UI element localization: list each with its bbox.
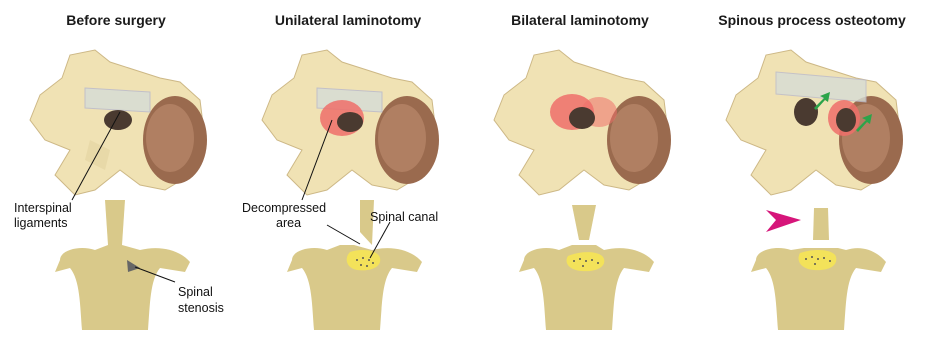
vertebra-3d (30, 50, 207, 195)
vertebra-3d (262, 50, 439, 195)
cross-section (55, 200, 190, 330)
vertebra-3d (494, 50, 671, 195)
cross-section (519, 205, 654, 330)
decompressed-area-leader (327, 225, 360, 244)
interspinal-label-1: Interspinal (14, 201, 72, 216)
panel-bilateral: Bilateral laminotomy (464, 0, 696, 337)
bilateral-art (464, 0, 696, 337)
cross-section (751, 208, 886, 330)
interspinal-label-2: ligaments (14, 216, 68, 231)
spinal-canal-label: Spinal canal (370, 210, 438, 225)
osteotomy-art (696, 0, 928, 337)
stenosis-label-2: stenosis (178, 301, 224, 316)
unilateral-art (232, 0, 464, 337)
panel-unilateral: Unilateral laminotomy Decompressed area (232, 0, 464, 337)
panel-osteotomy: Spinous process osteotomy (696, 0, 928, 337)
magenta-arrowhead (766, 210, 801, 232)
panel-before-surgery: Before surgery Interspinal ligaments (0, 0, 232, 337)
stenosis-label-1: Spinal (178, 285, 213, 300)
decompressed-label-2: area (276, 216, 301, 231)
vertebra-3d (726, 50, 903, 195)
decompressed-label-1: Decompressed (242, 201, 326, 216)
